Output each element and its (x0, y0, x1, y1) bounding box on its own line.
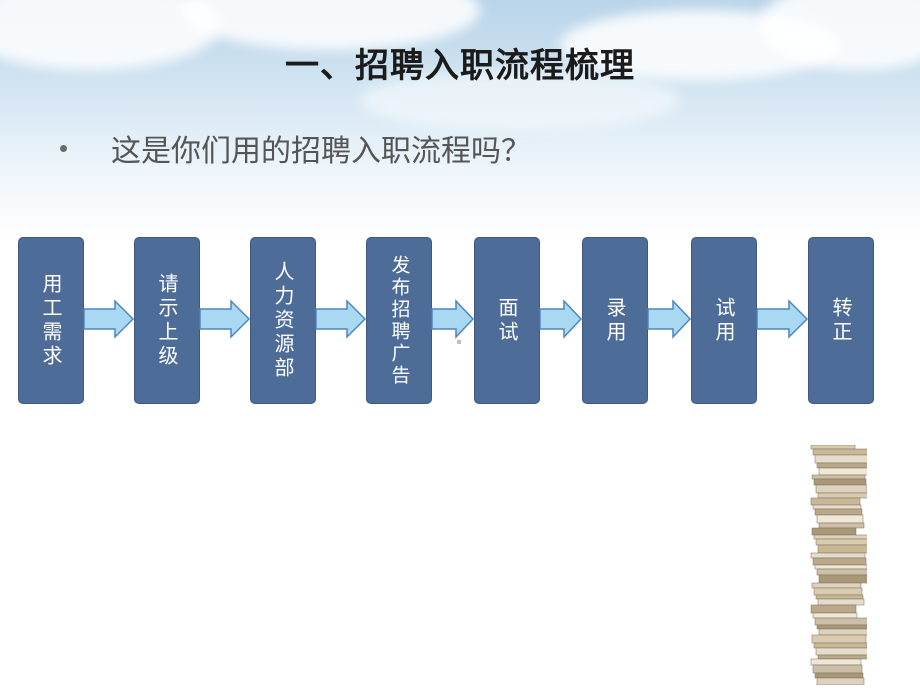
bullet-icon (60, 144, 67, 152)
flow-step-label: 发布招聘广告 (388, 254, 411, 387)
flow-step-5: 面试 (474, 237, 540, 404)
flow-step-label: 请示上级 (155, 272, 179, 369)
flow-step-2: 请示上级 (134, 237, 200, 404)
flow-step-4: 发布招聘广告 (366, 237, 432, 404)
flow-step-label: 用工需求 (39, 272, 63, 369)
flow-arrow-icon (83, 299, 135, 339)
flow-step-label: 转正 (829, 296, 853, 345)
flow-step-1: 用工需求 (18, 237, 84, 404)
bullet-item: 这是你们用的招聘入职流程吗？ (60, 128, 531, 169)
flow-arrow-icon (199, 299, 251, 339)
slide-title: 一、招聘入职流程梳理 (285, 46, 635, 86)
flow-step-label: 人力资源部 (271, 260, 295, 381)
book-stack-icon (810, 445, 867, 685)
flow-step-8: 转正 (808, 237, 874, 404)
flow-arrow-icon (315, 299, 367, 339)
flow-arrow-icon (539, 299, 583, 339)
flow-arrow-icon (431, 299, 475, 339)
flow-arrow-icon (756, 299, 809, 339)
flow-step-6: 录用 (582, 237, 648, 404)
cloud (360, 70, 680, 130)
flow-step-label: 面试 (495, 296, 519, 345)
flow-step-label: 录用 (603, 296, 627, 345)
flow-step-3: 人力资源部 (250, 237, 316, 404)
flow-step-7: 试用 (691, 237, 757, 404)
stray-mark (457, 340, 461, 344)
sky-background (0, 0, 920, 240)
bullet-question: 这是你们用的招聘入职流程吗？ (111, 134, 531, 169)
flow-arrow-icon (647, 299, 692, 339)
flow-step-label: 试用 (712, 296, 736, 345)
